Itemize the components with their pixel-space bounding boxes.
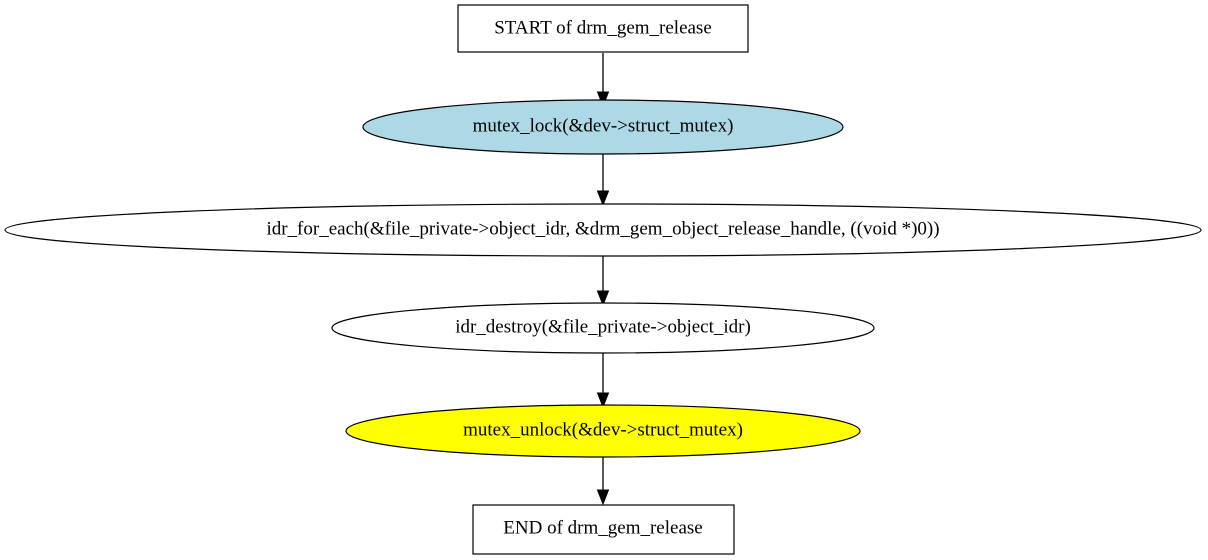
edge-foreach-to-destroy: [596, 256, 610, 307]
node-end: END of drm_gem_release: [472, 504, 735, 555]
mutex-lock-label: mutex_lock(&dev->struct_mutex): [473, 115, 734, 136]
node-idr-for-each: idr_for_each(&file_private->object_idr, …: [4, 203, 1202, 257]
edge-destroy-to-unlock: [596, 352, 610, 409]
edges: [596, 53, 610, 506]
start-box: [457, 4, 749, 53]
mutex-lock-ellipse: [362, 99, 844, 155]
node-mutex-unlock: mutex_unlock(&dev->struct_mutex): [345, 404, 861, 458]
mutex-unlock-ellipse: [345, 404, 861, 458]
idr-for-each-ellipse: [4, 203, 1202, 257]
start-label: START of drm_gem_release: [494, 17, 712, 38]
node-start: START of drm_gem_release: [457, 4, 749, 53]
edge-unlock-to-end: [596, 457, 610, 506]
node-mutex-lock: mutex_lock(&dev->struct_mutex): [362, 99, 844, 155]
mutex-unlock-label: mutex_unlock(&dev->struct_mutex): [463, 419, 743, 440]
edge-start-to-lock: [596, 53, 610, 108]
edge-lock-to-foreach: [596, 154, 610, 207]
end-label: END of drm_gem_release: [503, 517, 702, 538]
end-box: [472, 504, 735, 555]
idr-for-each-label: idr_for_each(&file_private->object_idr, …: [266, 218, 939, 239]
idr-destroy-label: idr_destroy(&file_private->object_idr): [455, 316, 751, 337]
node-idr-destroy: idr_destroy(&file_private->object_idr): [331, 302, 875, 354]
idr-destroy-ellipse: [331, 302, 875, 354]
